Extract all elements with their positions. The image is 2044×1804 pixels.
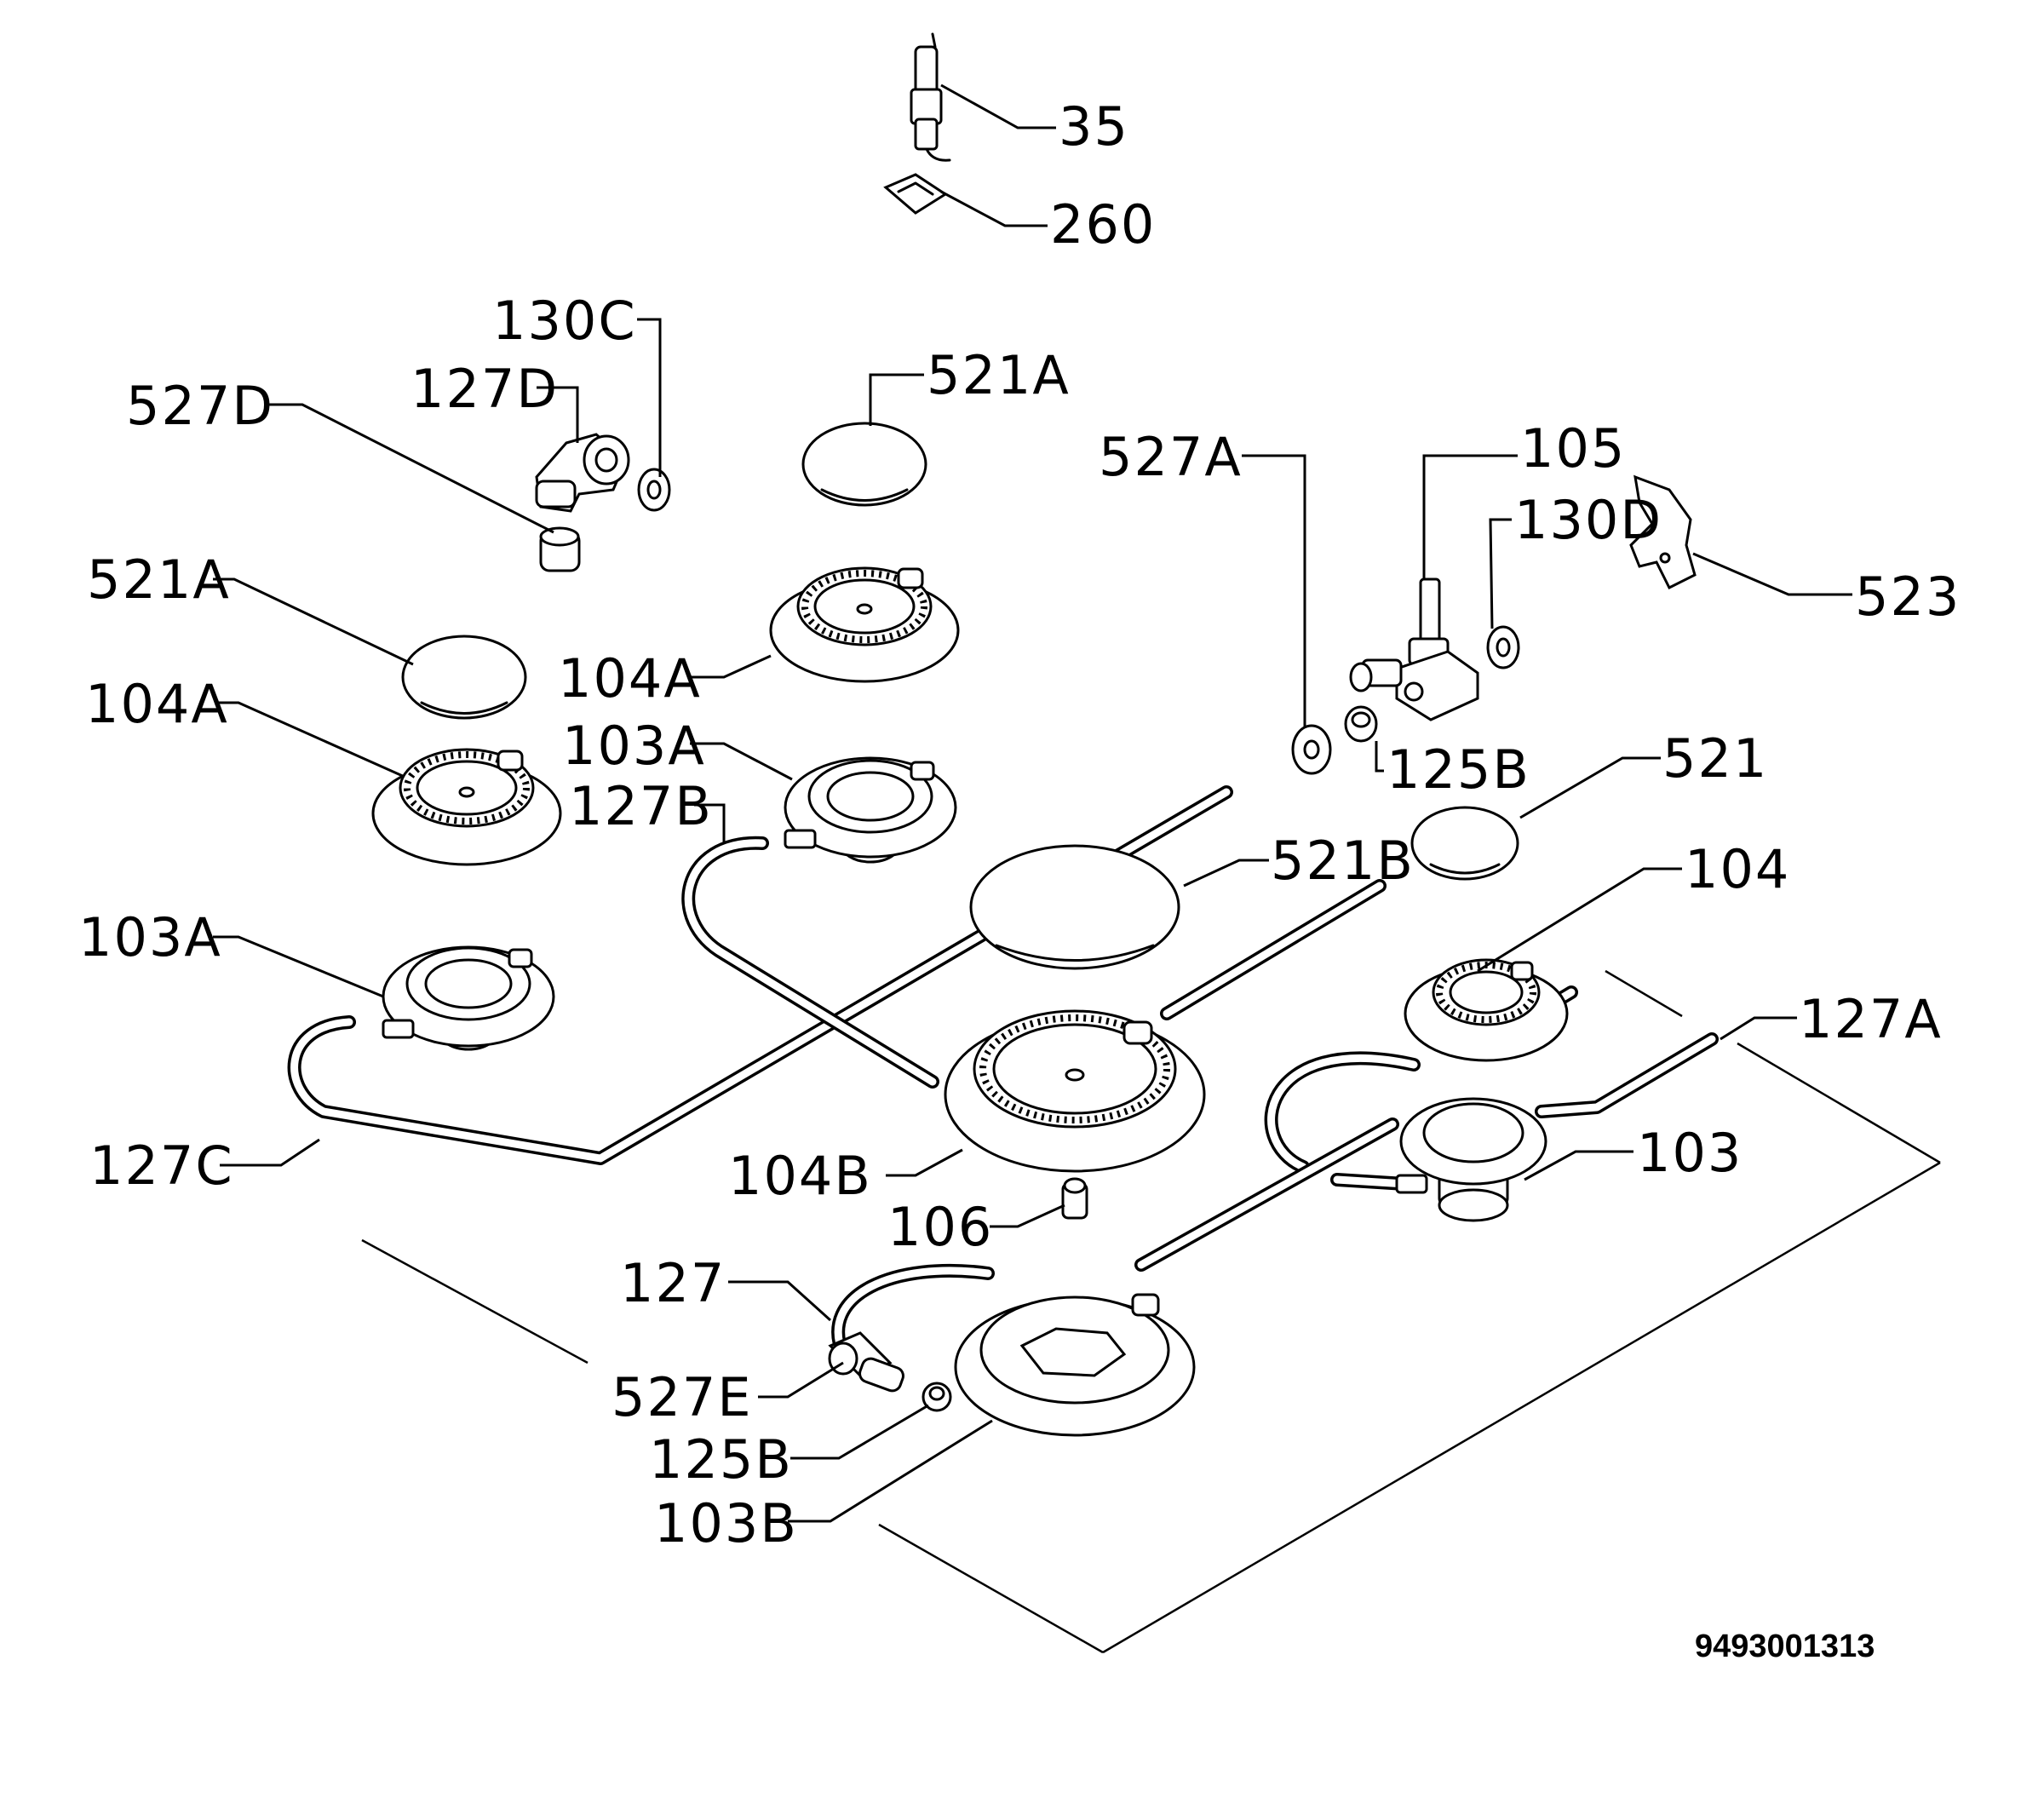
label-127d: 127D [411, 358, 559, 420]
bracket-523 [1629, 474, 1697, 590]
label-521a-left: 521A [87, 549, 231, 611]
fitting-527e [828, 1331, 904, 1393]
label-106: 106 [887, 1196, 993, 1258]
label-127a: 127A [1799, 988, 1943, 1050]
label-260: 260 [1050, 193, 1156, 256]
burner-cap-521a-top [801, 422, 927, 507]
burner-104b [944, 1009, 1206, 1173]
label-103a-left: 103A [78, 906, 222, 968]
drawing-code: 9493001313 [1695, 1629, 1875, 1664]
injector-106 [1061, 1177, 1088, 1220]
label-103a-center: 103A [562, 715, 706, 777]
label-104a-center: 104A [558, 647, 702, 710]
burner-104a-center [769, 566, 960, 683]
label-527e: 527E [611, 1366, 753, 1428]
label-521b: 521B [1271, 830, 1415, 892]
label-104: 104 [1685, 838, 1790, 900]
label-130d: 130D [1514, 489, 1662, 551]
label-104b: 104B [728, 1145, 872, 1207]
burner-cap-521a-left [401, 635, 527, 720]
burner-104a-left [371, 748, 562, 866]
nut-125b-bottom [922, 1382, 952, 1412]
label-521: 521 [1662, 727, 1768, 790]
label-103: 103 [1637, 1122, 1743, 1184]
label-105: 105 [1520, 417, 1626, 480]
washer-130c [637, 468, 671, 512]
igniter-35 [910, 32, 951, 162]
gas-pipes [287, 785, 1719, 1361]
label-127b: 127B [569, 775, 713, 837]
label-527a: 527A [1099, 426, 1243, 488]
burner-body-103a-center [784, 756, 957, 864]
burner-cap-521b [969, 844, 1180, 970]
label-527d: 527D [126, 375, 274, 437]
label-127: 127 [620, 1252, 726, 1314]
clip-260 [883, 173, 948, 215]
label-104a-left: 104A [85, 673, 229, 735]
washer-130d [1486, 625, 1520, 669]
burner-104 [1404, 958, 1569, 1062]
label-127c: 127C [89, 1135, 234, 1197]
burner-body-103a-left [382, 945, 555, 1051]
hob-outline [361, 969, 1941, 1654]
nut-527d [539, 526, 581, 572]
burner-body-103 [1395, 1097, 1547, 1222]
label-125b-right: 125B [1387, 738, 1530, 801]
label-521a-top: 521A [927, 344, 1071, 406]
burner-body-103b [954, 1293, 1196, 1437]
label-125b-bottom: 125B [649, 1428, 793, 1491]
part-labels: 35 260 130C 127D 527D 521A 521A 104A 104… [78, 95, 1961, 1554]
nut-125b-right [1344, 705, 1378, 743]
burner-cap-521 [1410, 806, 1519, 881]
leader-lines [213, 83, 1852, 1523]
elbow-127d [535, 433, 630, 513]
label-523: 523 [1855, 566, 1961, 628]
valve-105 [1349, 577, 1479, 721]
label-130c: 130C [492, 290, 637, 352]
nut-527a [1291, 724, 1332, 775]
label-35: 35 [1059, 95, 1129, 158]
label-103b: 103B [654, 1492, 798, 1554]
